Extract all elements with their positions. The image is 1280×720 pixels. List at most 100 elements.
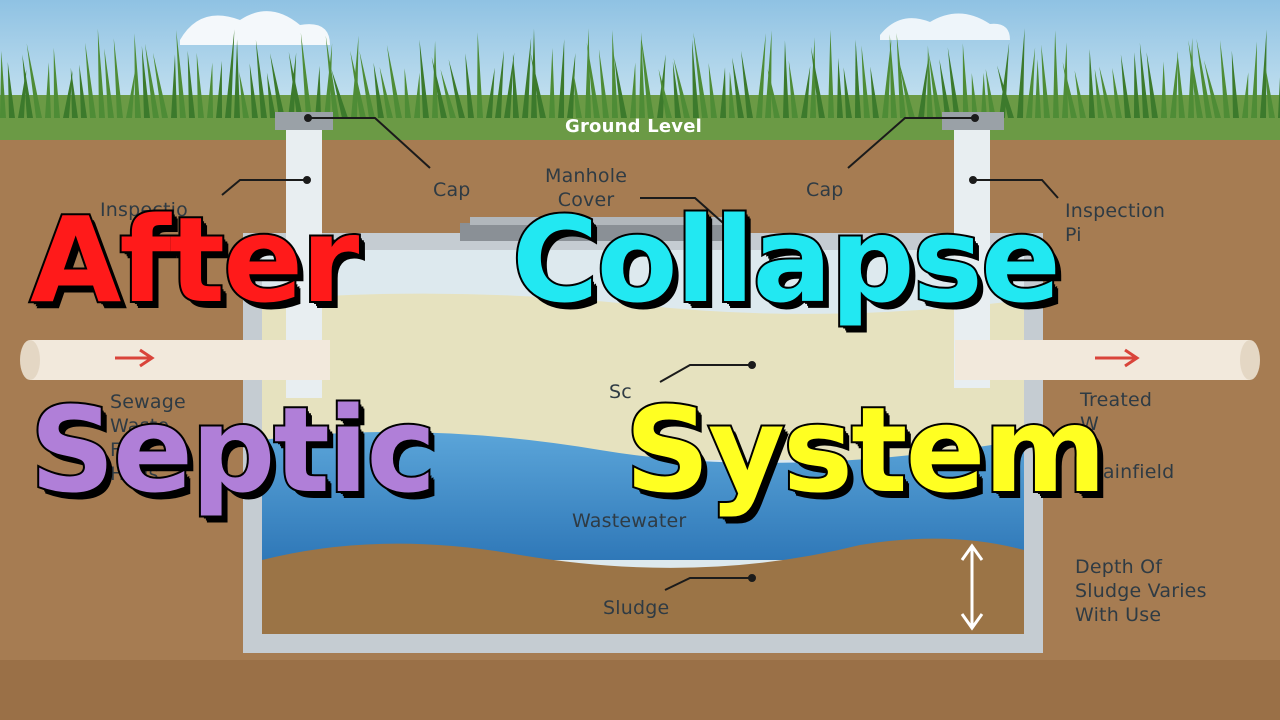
grass-blade [350, 50, 366, 119]
grass-blade [810, 37, 816, 118]
grass-blade [558, 39, 565, 119]
wastewater-layer [262, 432, 1024, 560]
grass-blade [981, 72, 987, 118]
grass-blade [1188, 40, 1203, 118]
grass-blade [639, 32, 645, 118]
grass-blade [783, 40, 789, 118]
outlet-arrow [1095, 348, 1140, 368]
grass-blade [928, 52, 942, 118]
grass-blade [985, 69, 996, 118]
grass-blade [855, 39, 861, 118]
grass-blade [113, 38, 123, 119]
leader-sludge [664, 577, 752, 591]
grass-blade [999, 42, 1010, 118]
cloud [880, 13, 1010, 40]
grass-blade [63, 70, 73, 118]
grass-blade [1099, 66, 1113, 118]
grass-blade [144, 43, 159, 118]
grass-blade [26, 43, 42, 118]
grass-blade [176, 30, 186, 118]
cap-right-label: Cap [806, 179, 844, 201]
cloud [180, 11, 330, 45]
grass-blade [630, 62, 636, 118]
grass-blade [899, 62, 915, 118]
grass-blade [300, 32, 312, 118]
grass-blade [269, 53, 285, 118]
grass-blade [522, 37, 532, 118]
inlet-arrow [115, 348, 155, 368]
grass-blade [432, 40, 438, 119]
grass-blade [152, 52, 168, 118]
grass-blade [882, 39, 892, 118]
depth-of-sludge-label: Depth Of Sludge Varies With Use [1075, 556, 1207, 626]
grass-blade [234, 39, 240, 118]
grass-blade [658, 69, 672, 118]
grass-blade [585, 28, 591, 118]
grass-blade [431, 56, 447, 118]
grass-blade [440, 69, 456, 118]
leader-inspection-right [973, 179, 1059, 199]
grass-blade [530, 53, 546, 118]
grass-blade [1242, 72, 1249, 118]
leader-scum [659, 364, 752, 383]
grass-blade [373, 62, 384, 118]
grass-blade [216, 60, 222, 118]
leader-dot [969, 176, 977, 184]
grass-blade [708, 62, 717, 118]
grass-blade [1120, 54, 1131, 118]
grass-blade [104, 48, 114, 118]
grass-blade [612, 29, 618, 118]
sludge-layer [262, 538, 1024, 634]
grass-blade [927, 45, 933, 118]
grass-blade [266, 72, 276, 118]
grass-blade [741, 50, 753, 119]
leader-dot [748, 574, 756, 582]
grass-blade [288, 51, 303, 118]
grass-blade [196, 52, 204, 118]
grass-blade [732, 57, 744, 118]
grass-blades [0, 28, 1280, 119]
title-collapse: Collapse [510, 191, 1063, 329]
grass-blade [207, 62, 213, 118]
grass-blade [939, 59, 951, 118]
grass-blade [870, 66, 879, 118]
grass-blade [1220, 40, 1230, 118]
grass-blade [843, 67, 852, 118]
grass-blade [1251, 41, 1257, 118]
grass-blade [810, 46, 825, 118]
leader-dot [304, 114, 312, 122]
manhole-cover [460, 223, 750, 241]
grass-blade [171, 54, 177, 118]
grass-blade [379, 66, 393, 118]
leader-dot [303, 176, 311, 184]
grass-blade [288, 52, 297, 118]
grass-blade [1062, 42, 1068, 118]
grass-blade [767, 69, 780, 118]
grass-blade [79, 64, 87, 118]
grass-blade [720, 67, 726, 118]
grass-blade [962, 43, 969, 118]
grass-blade [126, 69, 136, 118]
leader-cap-left [308, 117, 431, 169]
leader-inspection-left [221, 179, 307, 196]
grass-blade [640, 35, 654, 118]
scum-layer [262, 293, 1024, 460]
grass-blade [7, 62, 15, 118]
wastewater-label: Wastewater [572, 510, 687, 532]
grass-blade [1264, 62, 1275, 118]
grass-blade [947, 47, 960, 118]
grass-blade [1134, 52, 1140, 118]
grass-blade [414, 72, 420, 118]
depth-arrow [960, 543, 984, 631]
leader-dot [971, 114, 979, 122]
grass-blade [549, 48, 555, 118]
grass-blade [1089, 49, 1095, 119]
grass-blade [141, 45, 150, 118]
grass-blade [315, 66, 321, 118]
grass-blade [22, 54, 33, 118]
grass-blade [187, 50, 195, 119]
manhole-cover-top [470, 217, 740, 225]
grass-blade [85, 42, 96, 118]
grass-blade [45, 62, 51, 118]
inspection-left-label: Inspectio [100, 199, 188, 221]
